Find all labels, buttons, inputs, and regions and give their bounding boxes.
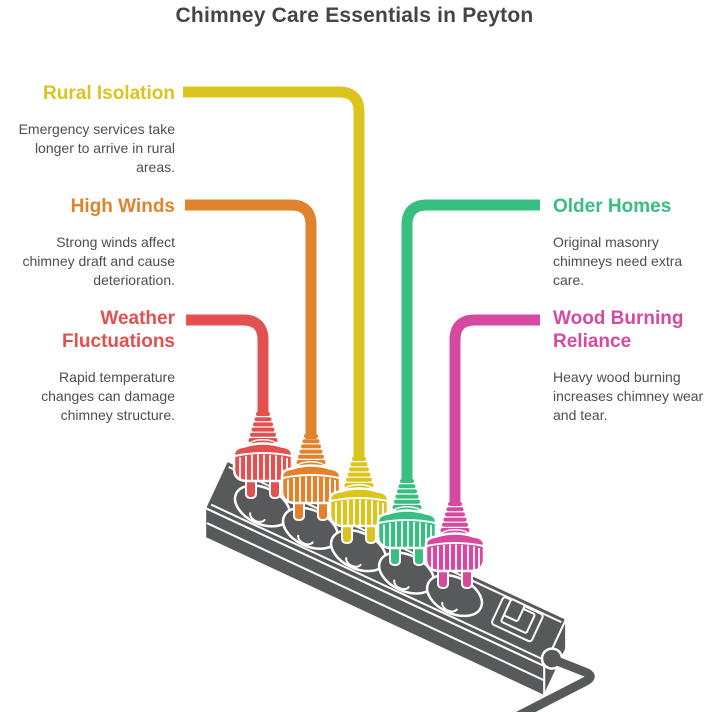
item-wood-burning-reliance-description: Heavy wood burning increases chimney wea… — [553, 369, 704, 423]
item-older-homes-description: Original masonry chimneys need extra car… — [553, 234, 683, 288]
cable-weather-fluctuations — [186, 314, 269, 416]
item-older-homes-heading: Older Homes — [553, 196, 672, 217]
cable-rural-isolation — [183, 86, 365, 461]
item-rural-isolation-description: Emergency services take longer to arrive… — [18, 121, 175, 175]
item-wood-burning-reliance: Wood Burning Reliance Heavy wood burning… — [553, 307, 705, 425]
item-weather-fluctuations-heading: Weather Fluctuations — [62, 308, 175, 352]
item-high-winds-description: Strong winds affect chimney draft and ca… — [22, 234, 175, 288]
item-high-winds: High Winds Strong winds affect chimney d… — [18, 195, 175, 290]
item-weather-fluctuations-description: Rapid temperature changes can damage chi… — [41, 369, 175, 423]
item-older-homes: Older Homes Original masonry chimneys ne… — [553, 195, 705, 290]
item-rural-isolation-heading: Rural Isolation — [43, 83, 175, 104]
item-high-winds-heading: High Winds — [70, 196, 175, 217]
item-weather-fluctuations: Weather Fluctuations Rapid temperature c… — [18, 307, 175, 425]
page-title: Chimney Care Essentials in Peyton — [175, 4, 534, 27]
item-rural-isolation: Rural Isolation Emergency services take … — [18, 82, 175, 177]
power-cord — [515, 654, 595, 712]
power-switch — [491, 596, 544, 643]
cable-high-winds — [185, 199, 317, 439]
cable-wood-burning-reliance — [449, 314, 540, 506]
item-wood-burning-reliance-heading: Wood Burning Reliance — [553, 308, 684, 352]
cable-older-homes — [401, 199, 540, 483]
